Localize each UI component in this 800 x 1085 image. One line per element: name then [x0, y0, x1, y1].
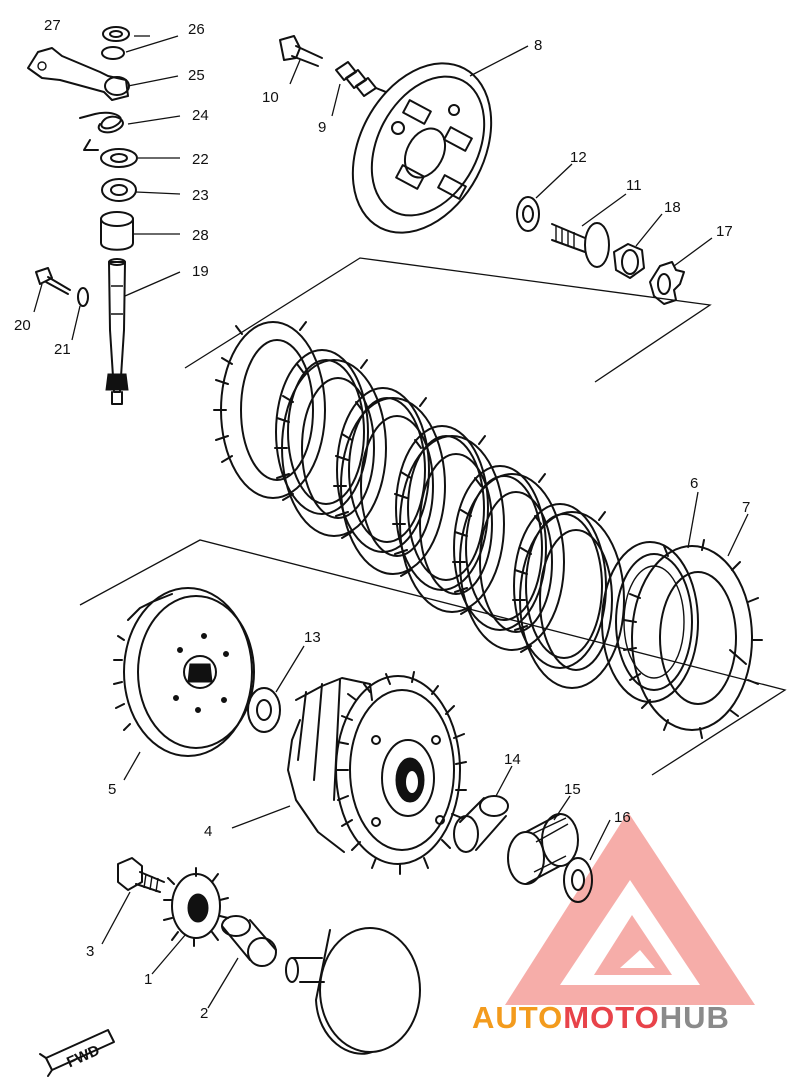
callout-2: 2 [200, 1005, 208, 1022]
callout-28: 28 [192, 227, 209, 244]
callout-21: 21 [54, 341, 71, 358]
automotohub-triangle-logo [505, 812, 755, 1005]
bushing-28 [100, 211, 134, 251]
watermark-word-part: HUB [659, 1000, 730, 1035]
leader-lines [33, 35, 749, 1009]
friction-plate [213, 321, 326, 499]
callout-7: 7 [742, 499, 750, 516]
callout-20: 20 [14, 317, 31, 334]
callout-22: 22 [192, 151, 209, 168]
washer-26 [101, 46, 125, 60]
callout-19: 19 [192, 263, 209, 280]
push-lever-25 [27, 47, 130, 101]
automotohub-watermark-text: AUTOMOTOHUB [472, 1000, 730, 1044]
friction-plate [274, 359, 387, 537]
friction-plate-7 [623, 539, 763, 739]
callout-14: 14 [504, 751, 521, 768]
needle-bearing-15 [507, 813, 579, 885]
callout-27: 27 [44, 17, 61, 34]
friction-plate [452, 473, 565, 651]
friction-plate-stack [213, 321, 625, 689]
collar-2 [221, 915, 277, 967]
bolt-20 [35, 267, 71, 295]
torsion-spring-24 [79, 111, 124, 151]
nut-27 [102, 26, 130, 42]
callout-numbers: 27 26 25 24 22 23 28 19 20 21 10 9 8 12 … [14, 17, 750, 1022]
nut-18 [613, 243, 645, 279]
callout-25: 25 [188, 67, 205, 84]
callout-17: 17 [716, 223, 733, 240]
callout-8: 8 [534, 37, 542, 54]
callout-12: 12 [570, 149, 587, 166]
washer-16 [563, 857, 593, 903]
watermark-word-part: MOTO [563, 1000, 660, 1035]
crankshaft-end [285, 927, 421, 1055]
clutch-plate [336, 387, 430, 553]
thrust-washer-13 [247, 687, 281, 733]
clutch-plate-6 [601, 541, 699, 703]
primary-drive-gear-1 [163, 867, 229, 947]
friction-plate [333, 397, 446, 575]
lock-washer-17 [649, 261, 685, 305]
oil-seal-22 [100, 148, 138, 168]
callout-6: 6 [690, 475, 698, 492]
callout-18: 18 [664, 199, 681, 216]
spacer-14 [453, 795, 509, 853]
push-lever-shaft-19 [105, 258, 129, 405]
bolt-3 [117, 857, 165, 893]
primary-driven-gear-5 [113, 587, 255, 757]
friction-plate [392, 435, 505, 613]
clutch-plate [275, 349, 369, 515]
callout-1: 1 [144, 971, 152, 988]
plate-assembly-frame [184, 257, 712, 383]
callout-13: 13 [304, 629, 321, 646]
callout-3: 3 [86, 943, 94, 960]
watermark-word-part: AUTO [472, 1000, 564, 1035]
bearing-23 [101, 178, 137, 202]
callout-5: 5 [108, 781, 116, 798]
fwd-arrow-icon: FWD [39, 1029, 115, 1077]
callout-26: 26 [188, 21, 205, 38]
clutch-plate [395, 425, 489, 591]
clutch-spring-9 [335, 61, 387, 97]
clutch-boss-4 [287, 671, 467, 875]
callout-9: 9 [318, 119, 326, 136]
callout-4: 4 [204, 823, 212, 840]
callout-16: 16 [614, 809, 631, 826]
callout-11: 11 [626, 177, 642, 194]
callout-23: 23 [192, 187, 209, 204]
friction-plate [512, 511, 625, 689]
callout-24: 24 [192, 107, 209, 124]
callout-10: 10 [262, 89, 279, 106]
washer-12 [516, 196, 540, 232]
washer-21 [77, 287, 89, 307]
callout-15: 15 [564, 781, 581, 798]
bolt-10 [279, 35, 323, 67]
pressure-plate-8 [351, 62, 493, 234]
push-rod-11 [551, 222, 610, 268]
